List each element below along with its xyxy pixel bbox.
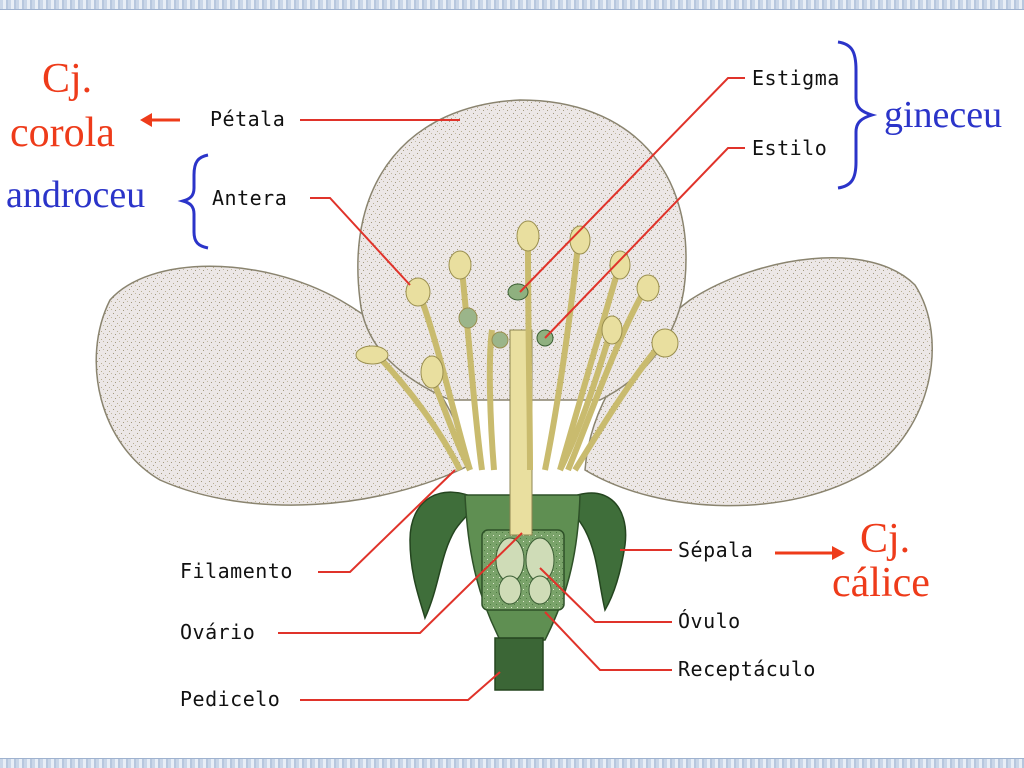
stamens: [355, 220, 679, 472]
bottom-border: [0, 758, 1024, 768]
label-sepala: Sépala: [678, 538, 754, 562]
group-corola-cj: Cj.: [42, 56, 93, 102]
calice-arrow-head: [832, 546, 845, 560]
gineceu-brace: [837, 40, 878, 190]
ovule-bottom-left: [498, 575, 522, 605]
left-sepal: [409, 491, 482, 621]
label-pedicelo: Pedicelo: [180, 687, 281, 711]
top-border: [0, 0, 1024, 10]
label-ovulo: Óvulo: [678, 609, 741, 633]
group-calice-cj: Cj.: [860, 516, 911, 562]
right-sepal: [563, 492, 627, 613]
pedicel: [494, 637, 544, 691]
label-receptaculo: Receptáculo: [678, 657, 816, 681]
group-androceu: androceu: [6, 174, 146, 216]
androceu-brace: [177, 153, 209, 250]
leader-lines: [278, 77, 745, 701]
label-filamento: Filamento: [180, 559, 293, 583]
group-gineceu: gineceu: [884, 94, 1003, 136]
corola-arrow-head: [140, 113, 152, 127]
label-estilo: Estilo: [752, 136, 828, 160]
label-ovario: Ovário: [180, 620, 256, 644]
label-petala: Pétala: [210, 107, 286, 131]
group-corola: corola: [10, 110, 115, 156]
label-antera: Antera: [212, 186, 288, 210]
group-calice: cálice: [832, 560, 930, 606]
ovule-bottom-right: [528, 575, 552, 605]
label-estigma: Estigma: [752, 66, 840, 90]
ovule-right: [525, 537, 555, 583]
